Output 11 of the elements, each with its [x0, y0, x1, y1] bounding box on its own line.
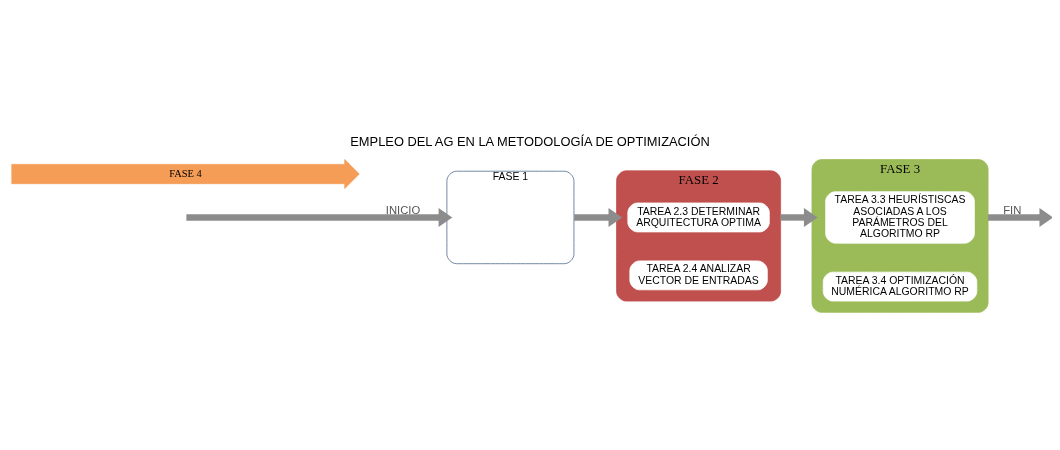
arrow [780, 207, 818, 227]
node-box: TAREA 2.3 DETERMINAR ARQUITECTURA OPTIMA [627, 202, 770, 232]
diagram-title: EMPLEO DEL AG EN LA METODOLOGÍA DE OPTIMIZACIÓN [350, 133, 710, 149]
edge-label: FIN [1003, 203, 1022, 216]
arrow [186, 207, 453, 227]
edge-label: INICIO [385, 203, 421, 216]
arrow [988, 207, 1052, 227]
node-box: TAREA 3.4 OPTIMIZACIÓN NUMÉRICA ALGORITMO RP [822, 271, 978, 301]
node-box: FASE 1 [446, 170, 575, 264]
node-box: TAREA 3.3 HEURÍSTISCAS ASOCIADAS A LOS PARÁMETROS DEL ALGORITMO RP [825, 190, 975, 244]
node-box: TAREA 2.4 ANALIZAR VECTOR DE ENTRADAS [629, 260, 768, 290]
